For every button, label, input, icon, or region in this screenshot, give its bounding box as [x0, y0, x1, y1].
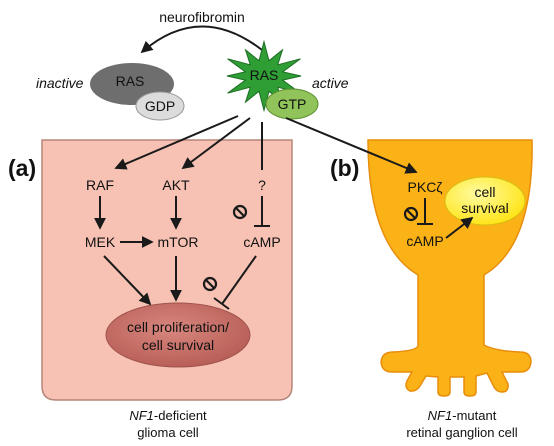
raf-label: RAF — [86, 177, 114, 193]
caption-b-line2: retinal ganglion cell — [406, 425, 517, 440]
caption-b-line1: NF1-mutant — [428, 408, 497, 423]
camp-label-b: cAMP — [406, 233, 443, 249]
no-symbol-icon — [403, 206, 419, 222]
unknown-label: ? — [258, 177, 266, 193]
mek-to-outcome-arrow — [103, 255, 152, 306]
ras-active-text: RAS — [250, 67, 279, 83]
cell-survival-ellipse — [444, 176, 526, 226]
gtp-shape — [265, 88, 319, 120]
panel-b-tag: (b) — [330, 155, 359, 181]
akt-label: AKT — [162, 177, 190, 193]
ras-to-akt-arrow — [181, 117, 251, 170]
no-symbol-icon — [232, 204, 248, 220]
camp-to-survival-arrow — [445, 216, 474, 239]
outcome-a-line2: cell survival — [142, 337, 214, 353]
ras-active-star — [226, 39, 302, 113]
mtor-label: mTOR — [158, 234, 199, 250]
inactive-label: inactive — [36, 75, 84, 91]
ras-inactive-text: RAS — [116, 73, 145, 89]
retinal-ganglion-cell-body — [367, 139, 533, 397]
camp-inhibits-outcome-line — [221, 255, 257, 305]
survival-b-line2: survival — [461, 200, 508, 216]
panel-a-tag: (a) — [8, 155, 36, 181]
neurofibromin-arrow — [140, 25, 263, 54]
proliferation-survival-ellipse — [105, 302, 251, 368]
neurofibromin-label: neurofibromin — [159, 9, 245, 25]
pkc-label: PKCζ — [408, 179, 443, 195]
caption-a-line1: NF1-deficient — [129, 408, 207, 423]
camp-label-a: cAMP — [243, 234, 280, 250]
gdp-text: GDP — [145, 98, 175, 114]
active-label: active — [312, 75, 349, 91]
ras-to-raf-arrow — [114, 115, 239, 170]
caption-a-line2: glioma cell — [137, 425, 199, 440]
no-symbol-icon — [202, 276, 218, 292]
gtp-text: GTP — [278, 96, 307, 112]
ras-to-pkc-arrow — [285, 117, 418, 174]
gdp-shape — [135, 91, 185, 121]
mek-label: MEK — [85, 234, 116, 250]
outcome-a-line1: cell proliferation/ — [127, 319, 229, 335]
camp-inhibits-outcome-bar — [213, 297, 230, 310]
survival-b-line1: cell — [474, 184, 495, 200]
